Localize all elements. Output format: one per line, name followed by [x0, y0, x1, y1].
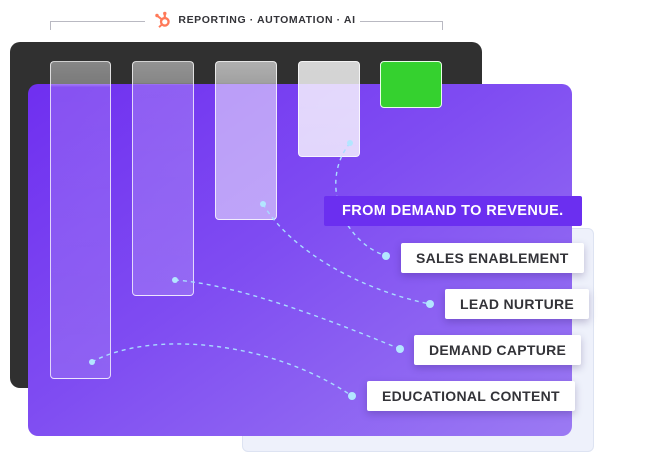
funnel-bar-highlight	[380, 61, 442, 108]
connector-educational-content	[91, 343, 353, 397]
connector-dot	[347, 140, 353, 146]
header-title: REPORTING · AUTOMATION · AI	[178, 14, 356, 26]
connector-dot	[172, 277, 178, 283]
connector-end-dot	[396, 345, 404, 353]
header-bracket-left	[50, 21, 145, 30]
funnel-bar-3	[215, 61, 277, 220]
connector-end-dot	[426, 300, 434, 308]
stage-label-educational-content: EDUCATIONAL CONTENT	[367, 381, 575, 411]
stage-label-demand-capture: DEMAND CAPTURE	[414, 335, 582, 365]
connector-demand-capture	[174, 279, 401, 350]
hubspot-sprocket-icon	[155, 11, 171, 28]
header-bracket-right	[360, 21, 443, 30]
connector-end-dot	[382, 252, 390, 260]
connector-dot	[260, 201, 266, 207]
stage-label-sales-enablement: SALES ENABLEMENT	[401, 243, 584, 273]
connector-dot	[89, 359, 95, 365]
stage-label-lead-nurture: LEAD NURTURE	[445, 289, 590, 319]
headline-banner: FROM DEMAND TO REVENUE.	[324, 196, 582, 226]
funnel-bar-1	[50, 61, 111, 379]
header: REPORTING · AUTOMATION · AI	[150, 8, 360, 32]
connector-end-dot	[348, 392, 356, 400]
funnel-bar-2	[132, 61, 194, 296]
